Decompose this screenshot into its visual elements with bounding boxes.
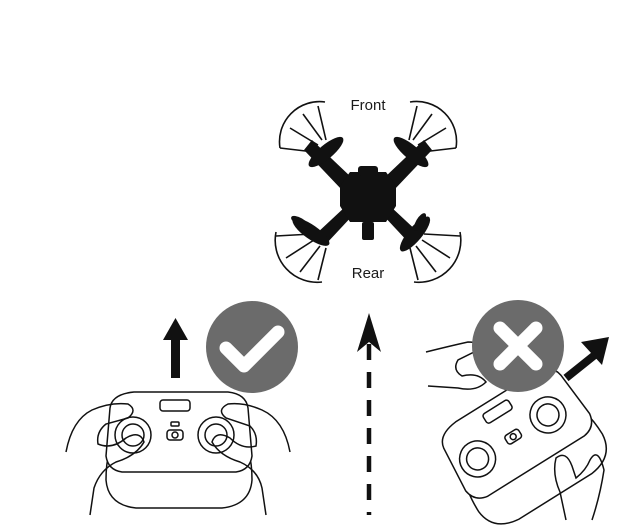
correct-indicator-circle <box>206 301 298 393</box>
correct-indicator <box>206 301 298 393</box>
propeller-guard-front-left <box>278 100 327 153</box>
diagonal-arrow <box>563 337 609 382</box>
rear-label: Rear <box>352 265 385 282</box>
hands-straight <box>65 402 291 516</box>
drone-top-view <box>274 100 462 284</box>
incorrect-indicator <box>472 300 564 392</box>
controller-tilted <box>441 368 608 525</box>
incorrect-orientation-group <box>425 300 609 525</box>
propeller-guard-front-right <box>408 100 458 153</box>
right-joystick <box>204 423 228 447</box>
front-label: Front <box>350 97 386 114</box>
dashed-forward-arrow <box>357 313 381 515</box>
up-arrow <box>163 318 188 378</box>
led-indicator <box>170 421 180 427</box>
drone-body <box>340 166 396 240</box>
hands-tilted <box>425 341 605 521</box>
screen-slot <box>159 399 191 412</box>
correct-orientation-group <box>65 301 298 516</box>
x-mark-icon <box>493 321 543 371</box>
controller-straight <box>105 391 253 509</box>
checkmark-icon <box>219 325 285 373</box>
propeller-guard-rear-right <box>409 231 462 284</box>
drone-propellers <box>291 136 431 252</box>
